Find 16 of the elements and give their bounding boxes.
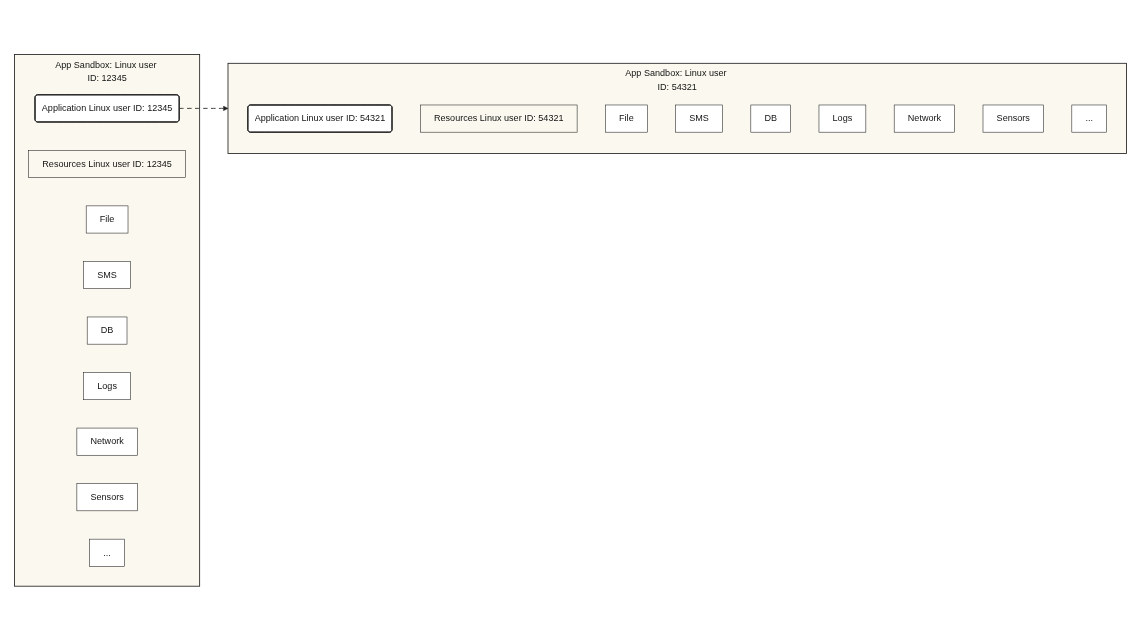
node-box: Logs [818,104,867,133]
node-box: DB [750,104,791,133]
node-box: Resources Linux user ID: 12345 [28,150,186,178]
node-box: File [85,205,129,234]
node-box: ... [89,539,125,567]
node-box: Network [893,104,955,133]
node-box: SMS [675,104,723,133]
node-box: Resources Linux user ID: 54321 [420,104,578,133]
node-box: File [605,104,648,133]
node-box: Sensors [76,483,138,512]
node-box: Network [76,427,138,456]
node-box: DB [86,316,128,345]
node-box: SMS [83,261,131,290]
node-box: Logs [83,372,131,401]
node-box: ... [1071,104,1107,133]
node-box: Sensors [982,104,1044,133]
